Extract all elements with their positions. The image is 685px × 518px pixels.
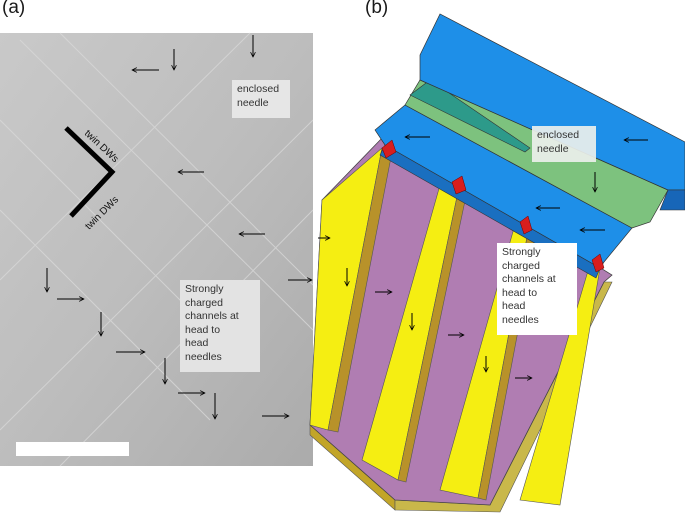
panel-a-label: (a) — [2, 0, 26, 18]
panel-b-label: (b) — [365, 0, 389, 18]
charged-channels-callout-b: Strongly charged channels at head to hea… — [497, 243, 577, 335]
scale-bar — [16, 442, 129, 456]
enclosed-needle-callout-b: enclosed needle — [532, 126, 596, 162]
charged-channels-callout-a: Strongly charged channels at head to hea… — [180, 280, 260, 372]
enclosed-needle-callout-a: enclosed needle — [232, 80, 290, 118]
twin-dw-marker — [64, 126, 116, 218]
polarization-arrows-a — [47, 35, 312, 419]
